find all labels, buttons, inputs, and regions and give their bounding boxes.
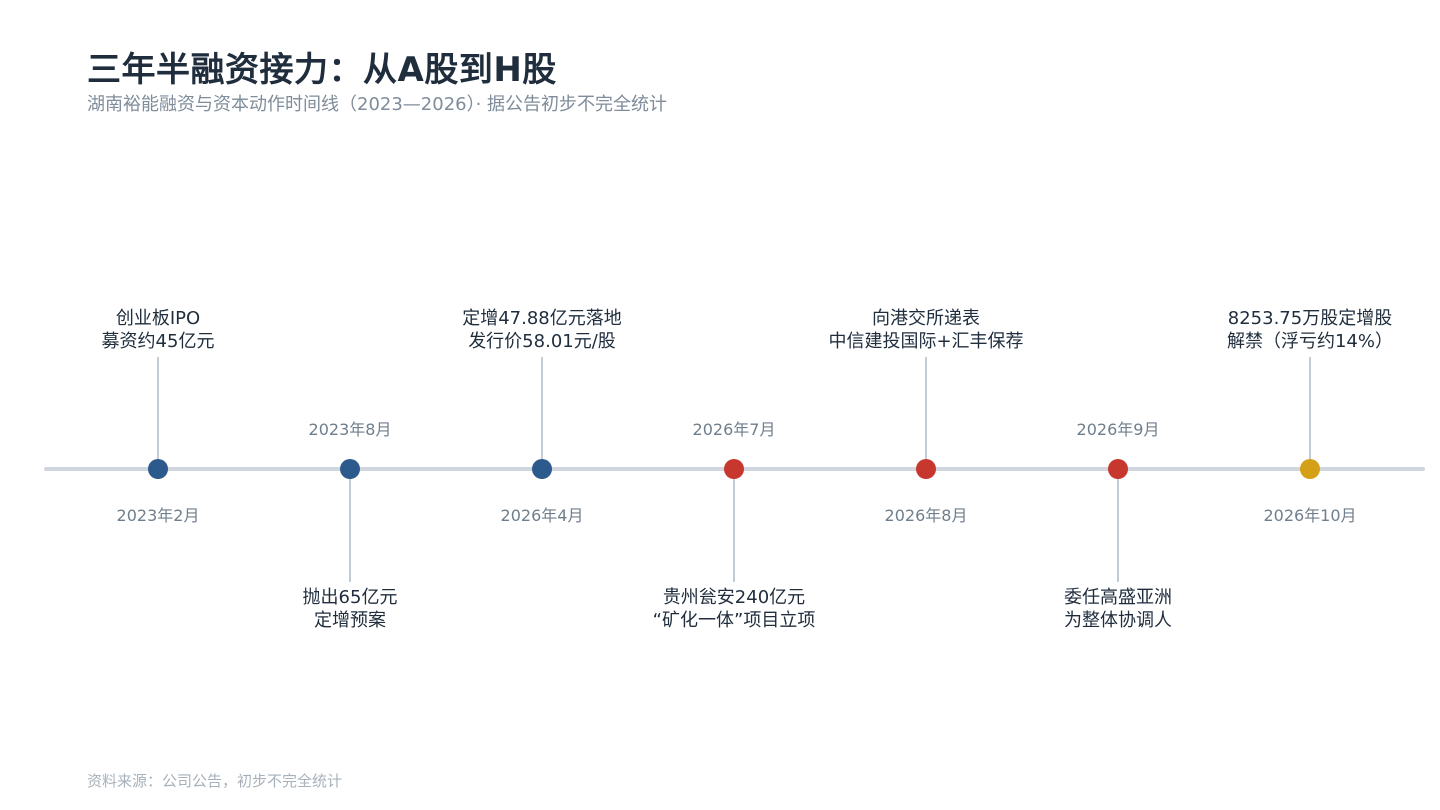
event-label-line: 向港交所递表 — [872, 308, 980, 329]
event-date: 2026年8月 — [884, 506, 968, 525]
event-label-line: 中信建投国际+汇丰保荐 — [828, 331, 1024, 352]
event-label-line: 创业板IPO — [115, 308, 201, 329]
event-date: 2023年2月 — [116, 506, 200, 525]
event-label: 抛出65亿元定增预案 — [220, 586, 480, 632]
event-marker — [1300, 459, 1320, 479]
event-label-line: 为整体协调人 — [1064, 610, 1172, 631]
source-note: 资料来源：公司公告，初步不完全统计 — [87, 772, 343, 790]
event-label-line: 抛出65亿元 — [302, 587, 398, 608]
event-connector — [733, 469, 735, 582]
event-label-line: 定增47.88亿元落地 — [462, 308, 622, 329]
event-marker — [340, 459, 360, 479]
event-label: 定增47.88亿元落地发行价58.01元/股 — [412, 307, 672, 353]
event-marker — [532, 459, 552, 479]
event-label-line: 定增预案 — [314, 610, 386, 631]
event-label-line: 募资约45亿元 — [101, 331, 215, 352]
event-label-line: 8253.75万股定增股 — [1227, 308, 1393, 329]
event-connector — [925, 357, 927, 469]
event-marker — [724, 459, 744, 479]
event-label-line: “矿化一体”项目立项 — [652, 610, 816, 631]
event-label: 贵州瓮安240亿元“矿化一体”项目立项 — [604, 586, 864, 632]
event-label: 向港交所递表中信建投国际+汇丰保荐 — [796, 307, 1056, 353]
event-connector — [1117, 469, 1119, 582]
event-marker — [916, 459, 936, 479]
event-connector — [157, 357, 159, 469]
event-connector — [541, 357, 543, 469]
event-date: 2026年4月 — [500, 506, 584, 525]
page-title: 三年半融资接力：从A股到H股 — [87, 50, 557, 90]
event-label-line: 解禁（浮亏约14%） — [1226, 331, 1393, 352]
event-label-line: 委任高盛亚洲 — [1064, 587, 1172, 608]
event-date: 2023年8月 — [308, 420, 392, 439]
event-marker — [148, 459, 168, 479]
event-label-line: 贵州瓮安240亿元 — [662, 587, 806, 608]
event-connector — [1309, 357, 1311, 469]
event-label: 委任高盛亚洲为整体协调人 — [988, 586, 1248, 632]
event-date: 2026年10月 — [1263, 506, 1357, 525]
event-date: 2026年9月 — [1076, 420, 1160, 439]
event-label-line: 发行价58.01元/股 — [468, 331, 616, 352]
event-marker — [1108, 459, 1128, 479]
event-label: 8253.75万股定增股解禁（浮亏约14%） — [1180, 307, 1440, 353]
page-subtitle: 湖南裕能融资与资本动作时间线（2023—2026）· 据公告初步不完全统计 — [87, 94, 668, 115]
event-date: 2026年7月 — [692, 420, 776, 439]
event-connector — [349, 469, 351, 582]
